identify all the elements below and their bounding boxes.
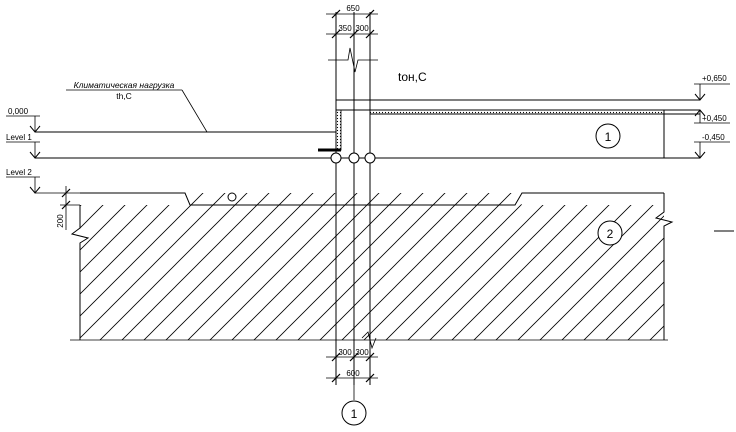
bottom-tick-5: [365, 373, 375, 383]
bottom-tick-4: [331, 373, 341, 383]
level1-text: Level 1: [6, 133, 32, 142]
zone2-circle: [597, 220, 623, 246]
top-tick-4: [349, 29, 359, 39]
wall-bottom-break: [361, 331, 377, 350]
left-level-marks: 0,000 Level 1 Level 2: [6, 107, 41, 194]
elev-minus450-text: -0,450: [702, 133, 725, 142]
side-dimension: 200: [56, 186, 71, 230]
climate-load-annotation: Климатическая нагрузка th,C: [66, 80, 208, 133]
zone2-label: 2: [607, 227, 614, 241]
node-circle-mid: [348, 152, 360, 164]
axis-marker-label: 1: [351, 407, 358, 421]
soil-right-break: [654, 193, 674, 340]
slab-insulation-strip: [369, 109, 665, 115]
wall-top-break: [328, 47, 378, 73]
floor-slab: [336, 99, 700, 159]
elev-zero-text: 0,000: [8, 107, 29, 116]
side-dim-tick-top: [61, 188, 71, 198]
top-dim-left: 350: [338, 24, 352, 33]
elev-450-text: +0,450: [702, 114, 727, 123]
soil-outline: [80, 192, 664, 206]
axis-marker: 1: [341, 400, 367, 426]
wall-and-foundation: [318, 12, 378, 400]
zone1-label: 1: [605, 130, 612, 144]
level2-text: Level 2: [6, 168, 32, 177]
top-dim-total: 650: [346, 4, 360, 13]
climate-load-leader: [181, 89, 208, 133]
level2-arrow: [29, 186, 41, 194]
climate-load-symbol: th,C: [116, 91, 132, 101]
elev-minus450-arrow: [694, 151, 706, 159]
elev-650-text: +0,650: [702, 74, 727, 83]
outdoor-temp-label: tон,C: [398, 70, 427, 84]
elev-650-arrow: [694, 93, 706, 101]
bottom-tick-1: [331, 352, 341, 362]
bottom-tick-3: [365, 352, 375, 362]
node-circles: [227, 152, 376, 202]
node-circle-left: [330, 152, 342, 164]
top-dim-right: 300: [355, 24, 369, 33]
side-dim-text: 200: [56, 214, 65, 228]
zone-markers: 1 2: [595, 123, 623, 246]
zone1-circle: [595, 123, 621, 149]
soil-hatch-fill: [80, 193, 664, 340]
bottom-dim-left: 300: [338, 348, 352, 357]
elev-zero-arrow: [29, 125, 41, 133]
top-dimensions: 650 350 300: [326, 4, 378, 39]
axis-marker-circle: [341, 400, 367, 426]
bottom-dim-total: 600: [346, 369, 360, 378]
bottom-tick-2: [349, 352, 359, 362]
top-tick-1: [331, 9, 341, 19]
top-tick-5: [365, 29, 375, 39]
top-tick-2: [365, 9, 375, 19]
top-tick-3: [331, 29, 341, 39]
climate-load-text: Климатическая нагрузка: [74, 80, 175, 90]
side-dim-tick-bottom: [61, 200, 71, 210]
bottom-dimensions: 300 300 600: [326, 348, 378, 383]
right-level-marks: +0,650 +0,450 -0,450: [694, 74, 734, 232]
bottom-dim-right: 300: [355, 348, 369, 357]
node-circle-ground: [227, 192, 237, 202]
soil-left-break: [70, 205, 90, 340]
elev-450-arrow: [694, 109, 706, 117]
level1-arrow: [29, 151, 41, 159]
wall-plinth-insulation: [335, 109, 342, 151]
soil-mass: [70, 192, 674, 341]
node-circle-right: [364, 152, 376, 164]
